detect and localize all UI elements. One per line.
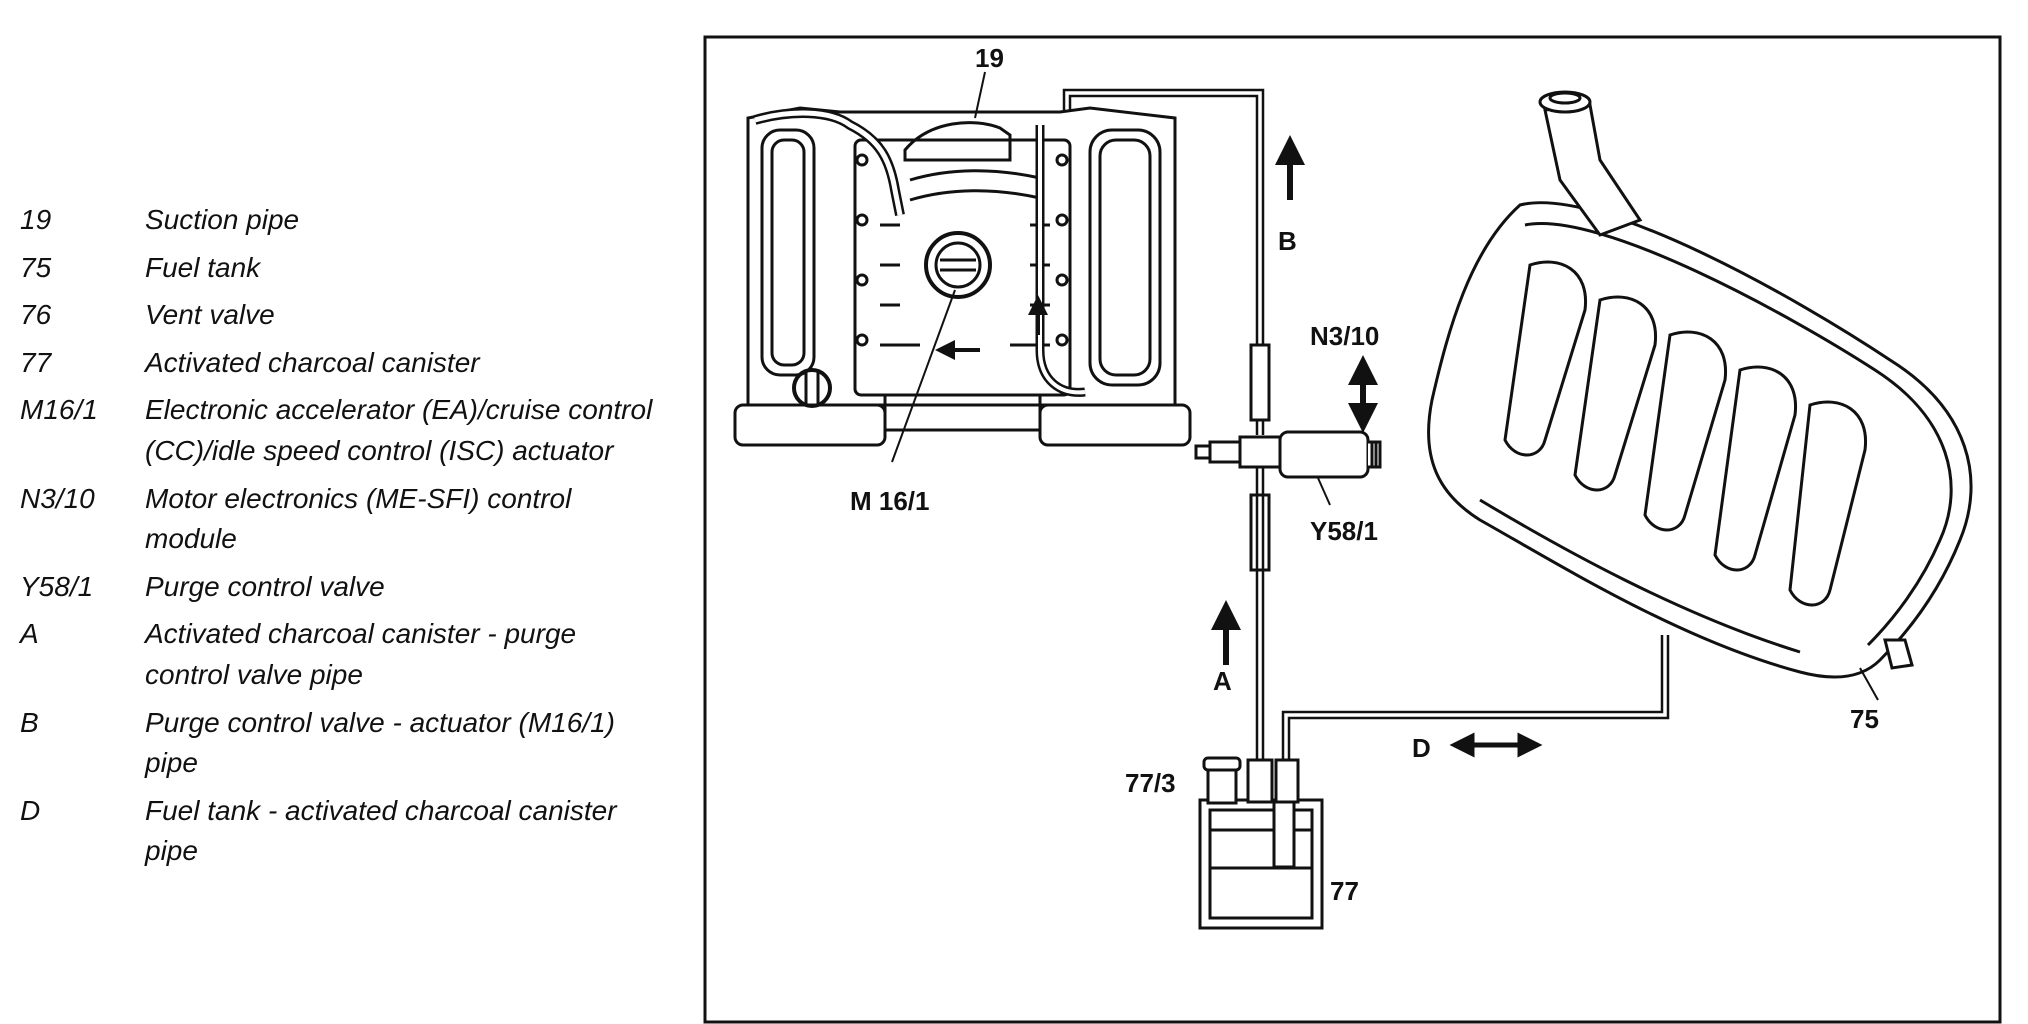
legend-row: 75 Fuel tank <box>20 248 660 289</box>
legend-description: Fuel tank <box>145 251 261 283</box>
legend-code: A <box>20 618 39 650</box>
pipe-connectors <box>1249 343 1271 572</box>
legend-code: M16/1 <box>20 394 98 426</box>
legend-description: Electronic accelerator (EA)/cruise contr… <box>145 394 653 466</box>
legend-row: M16/1 Electronic accelerator (EA)/cruise… <box>20 390 660 471</box>
legend-row: N3/10 Motor electronics (ME-SFI) control… <box>20 479 660 560</box>
legend-description: Motor electronics (ME-SFI) control modul… <box>145 482 572 555</box>
legend-code: 76 <box>20 299 52 331</box>
legend-row: 77 Activated charcoal canister <box>20 343 660 384</box>
label-19: 19 <box>975 43 1004 73</box>
engine <box>733 106 1192 447</box>
legend-code: 77 <box>20 346 52 378</box>
label-n3-10: N3/10 <box>1310 321 1379 351</box>
pipe-a <box>1255 467 1265 770</box>
legend-code: N3/10 <box>20 482 95 514</box>
legend-row: D Fuel tank - activated charcoal caniste… <box>20 791 660 872</box>
purge-control-valve <box>1194 430 1382 479</box>
legend-code: Y58/1 <box>20 570 94 602</box>
charcoal-canister <box>1198 756 1324 930</box>
legend-description: Purge control valve <box>145 570 385 602</box>
label-a: A <box>1213 666 1232 696</box>
legend-row: 19 Suction pipe <box>20 200 660 241</box>
legend-description: Activated charcoal canister <box>145 346 480 378</box>
legend-code: B <box>20 706 39 738</box>
label-y58-1: Y58/1 <box>1310 516 1378 546</box>
leader-lines <box>891 71 1879 701</box>
label-75: 75 <box>1850 704 1879 734</box>
legend: 19 Suction pipe 75 Fuel tank 76 Vent val… <box>20 200 660 879</box>
label-77-3: 77/3 <box>1125 768 1176 798</box>
legend-row: 76 Vent valve <box>20 295 660 336</box>
pipe-b <box>1062 88 1265 435</box>
legend-code: D <box>20 794 41 826</box>
legend-description: Fuel tank - activated charcoal canister … <box>145 794 617 867</box>
legend-row: Y58/1 Purge control valve <box>20 567 660 608</box>
legend-code: 75 <box>20 251 52 283</box>
label-d: D <box>1412 733 1431 763</box>
legend-description: Purge control valve - actuator (M16/1) p… <box>145 706 615 779</box>
label-m16-1: M 16/1 <box>850 486 930 516</box>
legend-code: 19 <box>20 204 52 235</box>
diagram-frame <box>703 35 2002 1024</box>
legend-description: Suction pipe <box>145 204 300 235</box>
fuel-tank <box>1427 90 1973 679</box>
legend-description: Activated charcoal canister - purge cont… <box>145 618 577 690</box>
pipe-d <box>1281 635 1670 770</box>
label-b: B <box>1278 226 1297 256</box>
legend-row: B Purge control valve - actuator (M16/1)… <box>20 703 660 784</box>
legend-description: Vent valve <box>145 299 275 331</box>
legend-row: A Activated charcoal canister - purge co… <box>20 614 660 695</box>
label-77: 77 <box>1330 876 1359 906</box>
